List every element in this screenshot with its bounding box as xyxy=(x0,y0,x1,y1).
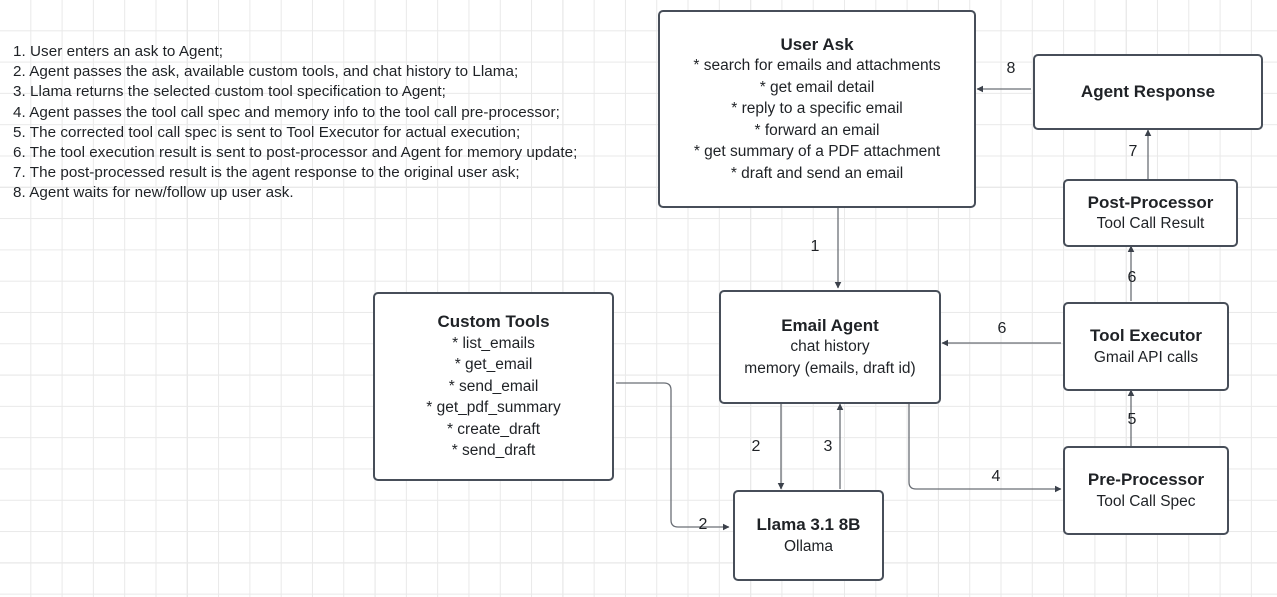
edge-label-6-executor-agent: 6 xyxy=(997,320,1007,337)
node-email-agent[interactable]: Email Agent chat history memory (emails,… xyxy=(719,290,941,404)
node-user-ask-line-6: * draft and send an email xyxy=(730,164,904,182)
node-user-ask-title: User Ask xyxy=(780,34,854,54)
legend-line-6: 6. The tool execution result is sent to … xyxy=(13,144,578,162)
edge-label-6-executor-post: 6 xyxy=(1127,269,1137,286)
node-email-agent-line-1: chat history xyxy=(790,338,870,356)
node-custom-tools-line-6: * send_draft xyxy=(451,442,536,460)
node-llama-subtitle: Ollama xyxy=(783,537,834,555)
node-tool-executor[interactable]: Tool Executor Gmail API calls xyxy=(1063,302,1229,391)
node-pre-processor[interactable]: Pre-Processor Tool Call Spec xyxy=(1063,446,1229,535)
node-user-ask-line-2: * get email detail xyxy=(759,78,875,96)
node-user-ask[interactable]: User Ask * search for emails and attachm… xyxy=(658,10,976,208)
node-post-processor[interactable]: Post-Processor Tool Call Result xyxy=(1063,179,1238,247)
node-pre-processor-title: Pre-Processor xyxy=(1087,470,1205,489)
edge-label-5: 5 xyxy=(1127,411,1137,428)
legend-line-4: 4. Agent passes the tool call spec and m… xyxy=(13,103,560,121)
edge-label-7: 7 xyxy=(1128,143,1138,160)
node-tool-executor-title: Tool Executor xyxy=(1089,326,1203,345)
node-custom-tools-line-2: * get_email xyxy=(454,356,533,374)
legend-line-8: 8. Agent waits for new/follow up user as… xyxy=(13,184,294,202)
wire-custom-tools-to-llama xyxy=(616,382,730,531)
node-post-processor-subtitle: Tool Call Result xyxy=(1096,215,1205,232)
edge-label-8: 8 xyxy=(1006,60,1016,77)
edge-label-3: 3 xyxy=(823,438,833,455)
node-llama-title: Llama 3.1 8B xyxy=(756,515,861,534)
node-user-ask-line-5: * get summary of a PDF attachment xyxy=(693,143,941,161)
wire-email-agent-to-pre-processor xyxy=(908,404,1062,493)
node-user-ask-line-3: * reply to a specific email xyxy=(731,100,903,118)
legend-line-3: 3. Llama returns the selected custom too… xyxy=(13,83,446,101)
node-tool-executor-subtitle: Gmail API calls xyxy=(1093,348,1199,366)
legend-steps: 1. User enters an ask to Agent; 2. Agent… xyxy=(13,42,577,204)
node-user-ask-line-4: * forward an email xyxy=(754,121,880,139)
node-custom-tools[interactable]: Custom Tools * list_emails * get_email *… xyxy=(373,292,614,481)
node-agent-response-title: Agent Response xyxy=(1080,82,1216,102)
node-email-agent-title: Email Agent xyxy=(781,315,879,335)
edge-label-2-agent-llama: 2 xyxy=(751,438,761,455)
legend-line-5: 5. The corrected tool call spec is sent … xyxy=(13,123,521,141)
node-custom-tools-line-4: * get_pdf_summary xyxy=(426,399,561,417)
legend-line-7: 7. The post-processed result is the agen… xyxy=(13,164,520,182)
legend-line-1: 1. User enters an ask to Agent; xyxy=(13,43,224,60)
legend-line-2: 2. Agent passes the ask, available custo… xyxy=(13,63,519,81)
edge-label-2-tools-llama: 2 xyxy=(698,516,708,533)
node-llama[interactable]: Llama 3.1 8B Ollama xyxy=(733,490,884,581)
node-custom-tools-line-3: * send_email xyxy=(448,377,539,395)
node-custom-tools-title: Custom Tools xyxy=(437,312,550,332)
node-custom-tools-line-5: * create_draft xyxy=(446,420,541,438)
node-pre-processor-subtitle: Tool Call Spec xyxy=(1096,492,1196,510)
node-agent-response[interactable]: Agent Response xyxy=(1033,54,1263,130)
node-email-agent-line-2: memory (emails, draft id) xyxy=(744,359,916,377)
edge-label-1: 1 xyxy=(810,238,820,255)
node-user-ask-line-1: * search for emails and attachments xyxy=(693,57,941,75)
node-post-processor-title: Post-Processor xyxy=(1087,192,1214,212)
edge-label-4: 4 xyxy=(991,468,1001,485)
node-custom-tools-line-1: * list_emails xyxy=(452,334,535,352)
